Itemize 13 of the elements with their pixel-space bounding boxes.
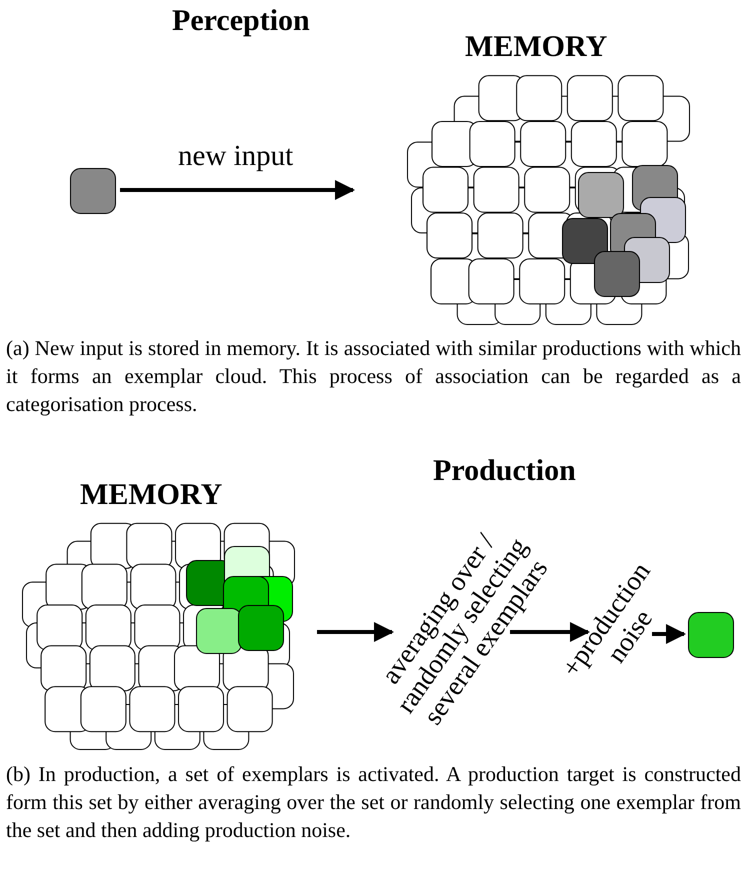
cloud-heading: MEMORY (80, 478, 222, 512)
output-square (688, 612, 734, 658)
arrow (652, 624, 686, 644)
arrow (317, 622, 394, 642)
figure-caption: (b) In production, a set of exemplars is activated. A production target is constructed form this set by either averaging over the set or randomly selecting one exemplar from the set and then adding production noise. (6, 761, 741, 844)
input-square (70, 168, 116, 214)
edge-label: new input (178, 140, 294, 173)
arrow (510, 622, 590, 642)
cloud-heading: MEMORY (465, 30, 608, 64)
section-heading: Perception (172, 4, 310, 38)
figure-caption: (a) New input is stored in memory. It is associated with similar productions with which it forms an exemplar cloud. This process of association can be regarded as a categorisation process. (6, 335, 741, 418)
arrow (120, 180, 355, 200)
section-heading: Production (433, 454, 576, 488)
